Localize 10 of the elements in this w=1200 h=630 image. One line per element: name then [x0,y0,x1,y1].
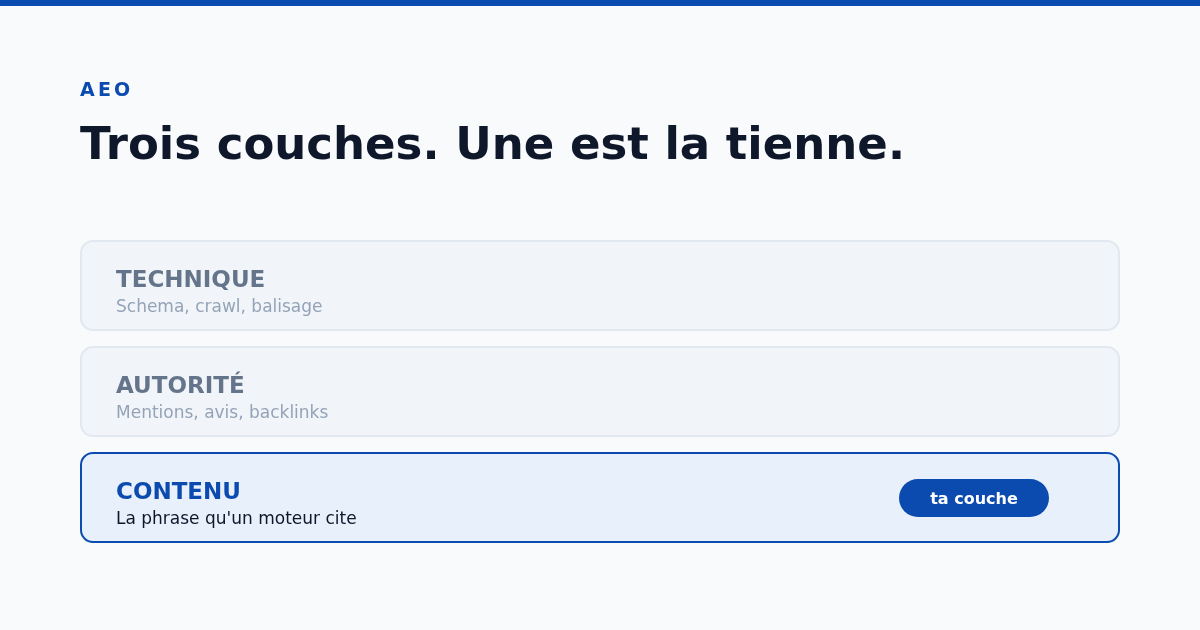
layer-tag: ta couche [899,479,1049,517]
layer-description: La phrase qu'un moteur cite [116,507,357,529]
layer-title: TECHNIQUE [116,265,266,293]
eyebrow-label: AEO [80,77,134,101]
layer-title: CONTENU [116,477,241,505]
layer-title: AUTORITÉ [116,371,245,399]
highlighted-layer-card [80,452,1120,543]
layer-description: Schema, crawl, balisage [116,295,323,317]
page-title: Trois couches. Une est la tienne. [80,116,905,172]
layer-description: Mentions, avis, backlinks [116,401,329,423]
